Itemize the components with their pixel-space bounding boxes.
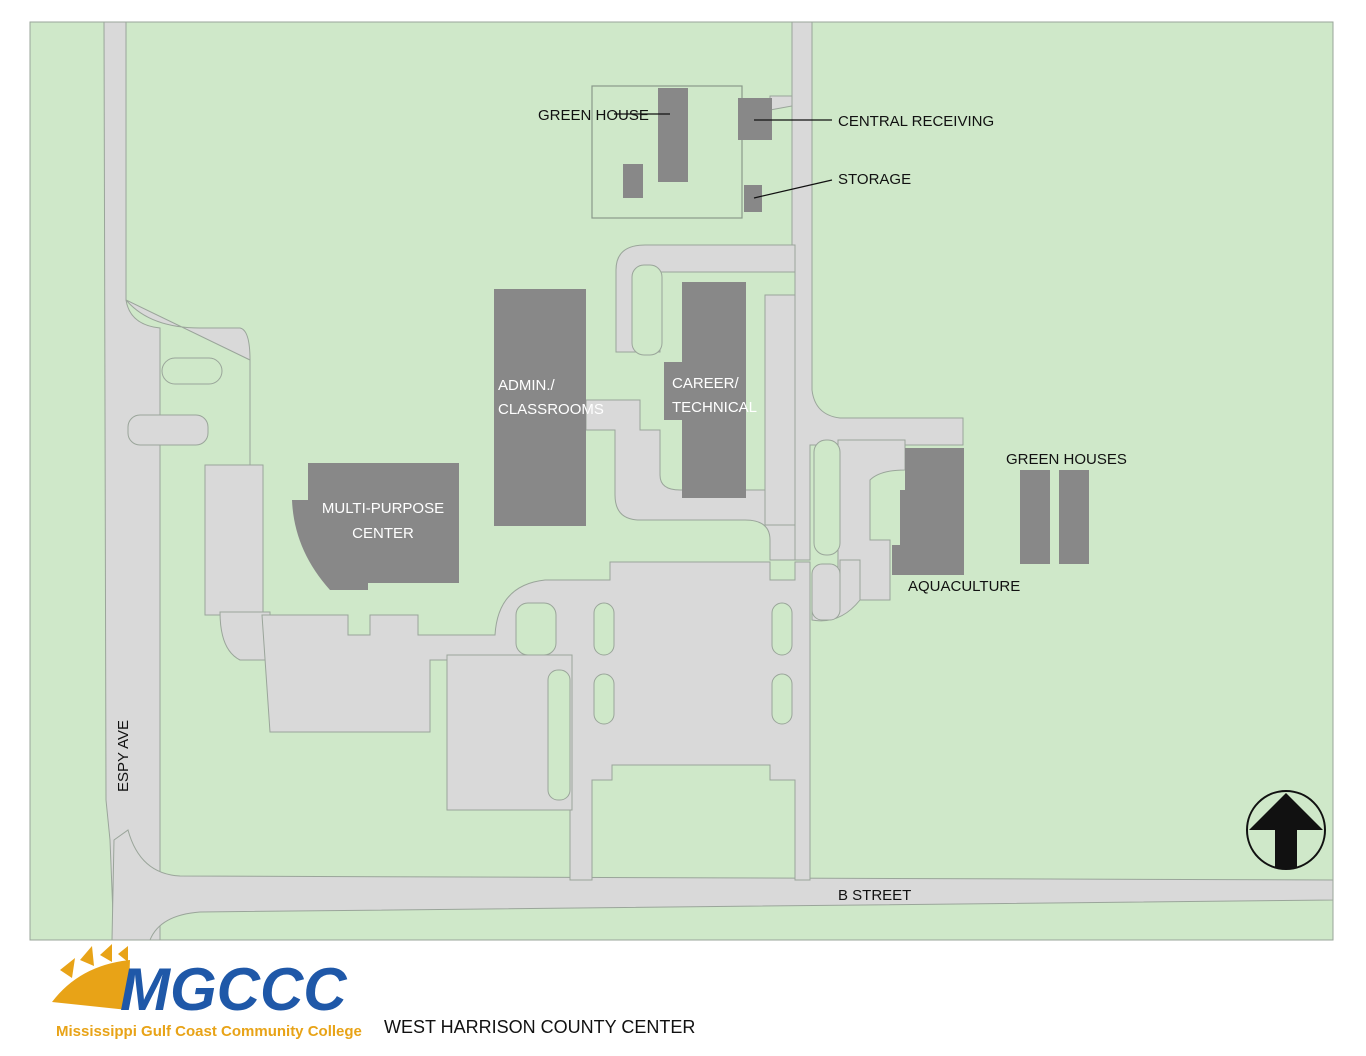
median-south (547, 669, 571, 801)
north-road (791, 21, 964, 561)
label-admin-line2: CLASSROOMS (498, 401, 604, 418)
medians (161, 264, 841, 801)
median-central-5 (771, 673, 793, 725)
east-spot (811, 563, 841, 621)
fenced-area (591, 85, 743, 219)
leader-storage (753, 179, 833, 199)
center-name-title: WEST HARRISON COUNTY CENTER (384, 1017, 695, 1037)
green-houses-east-1 (1020, 470, 1050, 564)
admin-building (494, 289, 586, 526)
median-central-2 (593, 602, 615, 656)
label-green-houses: GREEN HOUSES (1006, 451, 1127, 468)
label-green-house: GREEN HOUSE (538, 107, 649, 124)
green-house-building (658, 88, 688, 182)
median-central-3 (593, 673, 615, 725)
label-multipurpose-line2: CENTER (352, 525, 414, 542)
label-multipurpose-line1: MULTI-PURPOSE (322, 500, 444, 517)
median-west (161, 357, 223, 385)
label-storage: STORAGE (838, 171, 911, 188)
label-espy-ave: ESPY AVE (115, 720, 132, 792)
buildings (292, 88, 1089, 590)
west-drive (127, 414, 209, 446)
median-east (813, 439, 841, 556)
small-shed (623, 164, 643, 198)
label-career-line1: CAREER/ (672, 375, 740, 392)
career-lot (764, 294, 796, 526)
label-b-street: B STREET (838, 887, 911, 904)
aquaculture-building (892, 448, 964, 575)
b-street-road (111, 829, 1334, 941)
logo-mgccc-text: MGCCC (120, 956, 348, 1023)
career-building (664, 282, 746, 498)
west-loop-road (125, 299, 264, 616)
green-houses-east-2 (1059, 470, 1089, 564)
multipurpose-building (292, 463, 459, 590)
label-aquaculture: AQUACULTURE (908, 578, 1020, 595)
north-arrow-icon (1246, 790, 1326, 870)
central-receiving-building (738, 98, 772, 140)
median-career (631, 264, 663, 356)
median-central-1 (515, 602, 557, 656)
sun-icon (52, 944, 130, 1010)
storage-building (744, 185, 762, 212)
leader-lines (614, 113, 833, 199)
logo-subtitle: Mississippi Gulf Coast Community College (56, 1023, 362, 1040)
median-central-4 (771, 602, 793, 656)
mgccc-logo: MGCCC Mississippi Gulf Coast Community C… (52, 944, 362, 1040)
label-admin-line1: ADMIN./ (498, 377, 556, 394)
espy-ave-road (103, 21, 161, 941)
label-central-receiving: CENTRAL RECEIVING (838, 113, 994, 130)
label-career-line2: TECHNICAL (672, 399, 757, 416)
